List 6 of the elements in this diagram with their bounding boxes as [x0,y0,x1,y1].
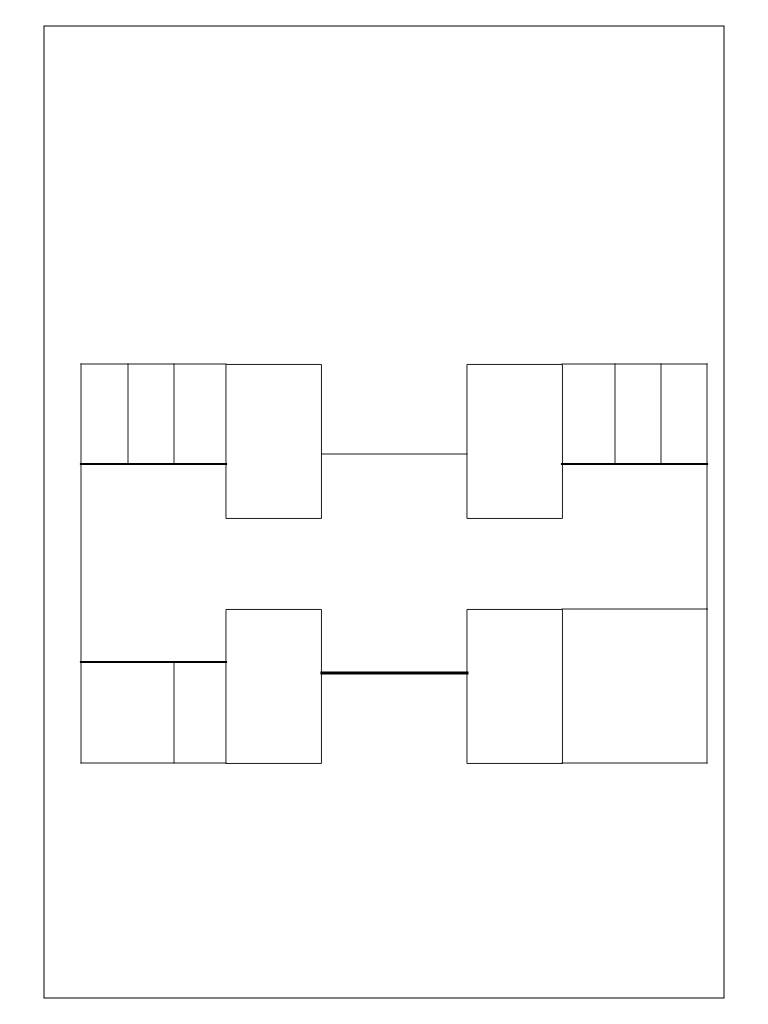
cabinet-box [467,364,563,519]
cabinet-box [226,364,322,519]
connector-line [321,453,468,455]
cabinet-box [226,609,322,764]
cabinet-box [467,609,563,764]
connector-line [320,671,469,675]
